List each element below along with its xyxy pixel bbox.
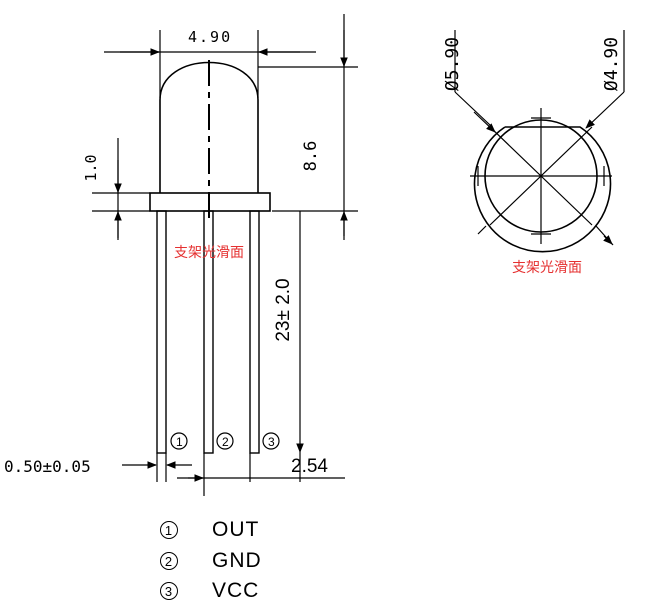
dim-flange-height: 1.0 [82, 154, 100, 181]
pin-markers [170, 432, 280, 450]
legend-number: 2 [160, 552, 178, 570]
legend-number: 1 [160, 521, 178, 539]
side-view [92, 14, 358, 496]
dim-lead-length: 23± 2.0 [273, 278, 294, 341]
dim-outer-diameter: Ø5.90 [442, 37, 463, 91]
legend-number: 3 [160, 582, 178, 600]
dim-body-width: 4.90 [188, 28, 232, 46]
legend-row-vcc: 3 VCC [160, 579, 259, 603]
pin-number-2: 2 [222, 435, 229, 449]
flange-outline [473, 126, 612, 253]
dim-inner-diameter: Ø4.90 [601, 37, 622, 91]
bracket-note-top: 支架光滑面 [512, 259, 582, 276]
lead-pin-2 [203, 210, 214, 454]
legend-label: OUT [212, 518, 260, 541]
pin-number-3: 3 [268, 435, 275, 449]
legend-label: GND [212, 549, 262, 572]
legend-row-out: 1 OUT [160, 518, 259, 542]
dim-body-height: 8.6 [301, 141, 321, 172]
lead-pin-1 [156, 210, 167, 454]
lead-pin-3 [249, 210, 260, 454]
dim-lead-width: 0.50±0.05 [4, 457, 91, 476]
legend-label: VCC [212, 579, 260, 602]
bracket-note-side: 支架光滑面 [174, 244, 244, 261]
top-view [454, 30, 625, 253]
dim-pitch: 2.54 [291, 456, 328, 477]
pin-number-1: 1 [176, 435, 183, 449]
legend-row-gnd: 2 GND [160, 549, 262, 573]
